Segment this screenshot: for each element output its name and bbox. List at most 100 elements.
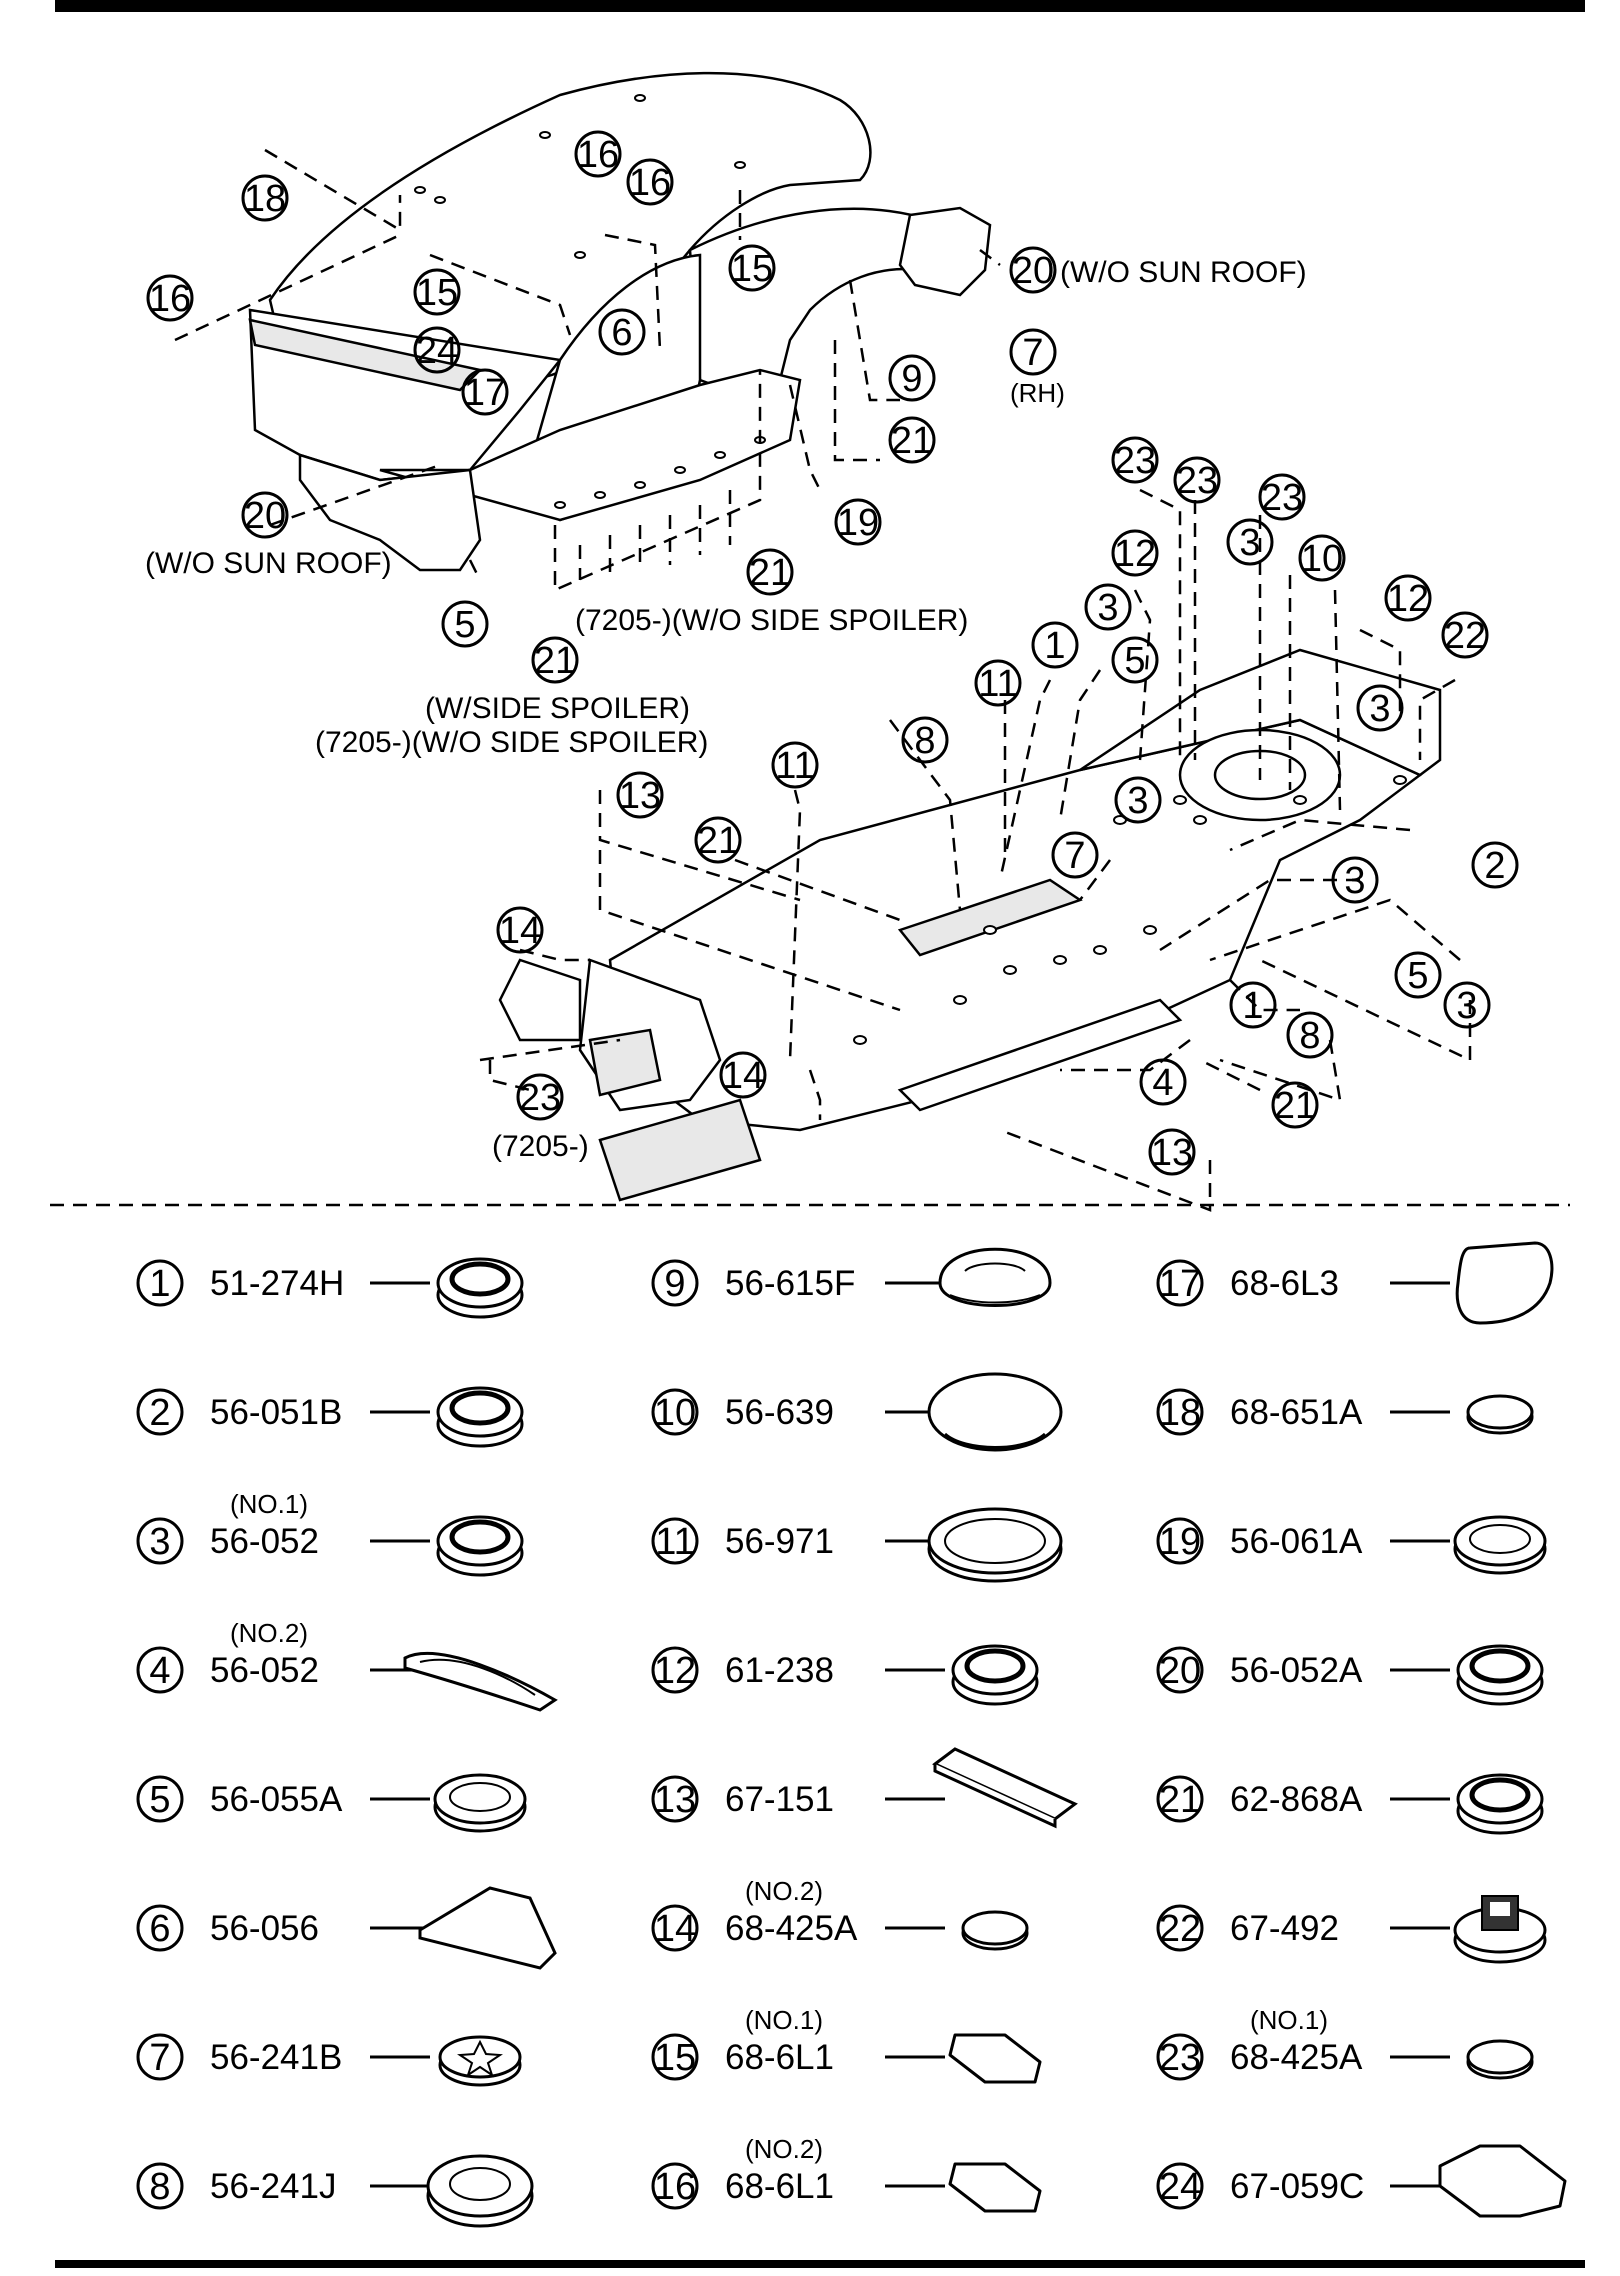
legend-part-code: 56-055A <box>210 1780 343 1819</box>
legend-number-circle <box>1156 1646 1204 1694</box>
part-illustration-icon <box>1456 1644 1544 1706</box>
body-shell-illustration <box>248 71 992 572</box>
lower-callouts: 23 23 23 12 3 10 12 22 3 1 5 3 11 8 11 1… <box>496 436 1519 1176</box>
legend-part-code: 56-051B <box>210 1393 342 1432</box>
callout-9: 9 <box>888 354 936 402</box>
part-illustration-icon <box>1453 1895 1547 1964</box>
svg-text:11: 11 <box>978 663 1017 705</box>
upper-callouts: 16 16 18 16 15 15 24 6 17 20 5 20 7 9 21… <box>146 130 1057 684</box>
lower-leader-lines <box>479 488 1472 1212</box>
callout-23-c: 23 <box>1258 473 1306 521</box>
svg-text:14: 14 <box>499 910 541 952</box>
legend-number-circle <box>136 1259 184 1307</box>
callout-19: 19 <box>834 498 882 546</box>
callout-21-a: 21 <box>888 416 936 464</box>
callout-3-a: 3 <box>1226 518 1274 566</box>
svg-text:20: 20 <box>244 495 286 537</box>
note-side-spoiler-2: (7205-)(W/O SIDE SPOILER) <box>315 726 708 759</box>
legend-part-sub: (NO.2) <box>745 1876 823 1906</box>
callout-21-b: 21 <box>746 548 794 596</box>
callout-18: 18 <box>241 174 289 222</box>
svg-text:19: 19 <box>837 502 879 544</box>
legend-number: 16 <box>654 2166 696 2208</box>
callout-1-a: 1 <box>1031 621 1079 669</box>
callout-11-a: 11 <box>974 659 1022 707</box>
callout-14-b: 14 <box>719 1051 767 1099</box>
legend-number-circle <box>651 1517 699 1565</box>
callout-17: 17 <box>461 368 509 416</box>
callout-12-b: 12 <box>1384 574 1432 622</box>
legend-number-circle <box>651 1904 699 1952</box>
svg-text:18: 18 <box>244 178 286 220</box>
callout-23-b: 23 <box>1173 456 1221 504</box>
legend-part-sub: (NO.2) <box>230 1618 308 1648</box>
part-illustration-icon <box>1466 2039 1534 2080</box>
note-wo-sun-roof-right: (W/O SUN ROOF) <box>1060 256 1307 289</box>
callout-7-a: 7 <box>1009 328 1057 376</box>
callout-16-a: 16 <box>574 130 622 178</box>
legend-part-code: 56-615F <box>725 1264 855 1303</box>
legend-number-circle <box>1156 1904 1204 1952</box>
callout-5-c: 5 <box>1394 951 1442 999</box>
legend-part-code: 56-241B <box>210 2038 342 2077</box>
svg-text:7: 7 <box>1064 835 1085 877</box>
svg-text:23: 23 <box>519 1077 561 1119</box>
callout-21-c: 21 <box>531 636 579 684</box>
callout-13-a: 13 <box>616 771 664 819</box>
svg-text:21: 21 <box>891 420 933 462</box>
svg-text:2: 2 <box>1484 845 1505 887</box>
legend-part-code: 56-052 <box>210 1522 319 1561</box>
svg-text:8: 8 <box>914 720 935 762</box>
part-illustration-icon <box>1453 1515 1547 1575</box>
legend-number: 21 <box>1159 1779 1201 1821</box>
svg-text:3: 3 <box>1239 522 1260 564</box>
part-illustration-icon <box>948 2162 1042 2213</box>
legend-number: 11 <box>655 1521 694 1563</box>
part-illustration-icon <box>951 1644 1039 1706</box>
part-illustration-icon <box>426 2154 534 2228</box>
legend-number: 7 <box>149 2037 170 2079</box>
upper-annotations: (W/O SUN ROOF) (RH) (W/O SUN ROOF) (7205… <box>145 256 1307 1163</box>
legend-part-code: 67-059C <box>1230 2167 1364 2206</box>
svg-text:9: 9 <box>901 358 922 400</box>
legend-number-circle <box>136 1904 184 1952</box>
legend-part-code: 56-241J <box>210 2167 336 2206</box>
legend-part-code: 56-971 <box>725 1522 834 1561</box>
callout-23-d: 23 <box>516 1073 564 1121</box>
legend-part-code: 51-274H <box>210 1264 344 1303</box>
legend-number-circle <box>651 1646 699 1694</box>
note-w-side-spoiler: (W/SIDE SPOILER) <box>425 692 690 725</box>
svg-text:3: 3 <box>1369 688 1390 730</box>
svg-text:22: 22 <box>1444 615 1486 657</box>
svg-text:8: 8 <box>1299 1015 1320 1057</box>
part-illustration-icon <box>961 1910 1029 1951</box>
legend-number: 19 <box>1159 1521 1201 1563</box>
legend-number-circle <box>136 2033 184 2081</box>
legend-number-circle <box>1156 1517 1204 1565</box>
callout-20-a: 20 <box>1009 246 1057 294</box>
svg-text:23: 23 <box>1114 440 1156 482</box>
legend-number: 24 <box>1159 2166 1201 2208</box>
legend-part-code: 68-425A <box>725 1909 858 1948</box>
callout-7-b: 7 <box>1051 831 1099 879</box>
svg-text:13: 13 <box>1151 1132 1193 1174</box>
note-serial-7205: (7205-) <box>492 1130 589 1163</box>
svg-text:12: 12 <box>1114 533 1156 575</box>
legend-part-sub: (NO.1) <box>745 2005 823 2035</box>
legend-number: 13 <box>654 1779 696 1821</box>
svg-text:5: 5 <box>454 604 475 646</box>
callout-16-b: 16 <box>626 158 674 206</box>
